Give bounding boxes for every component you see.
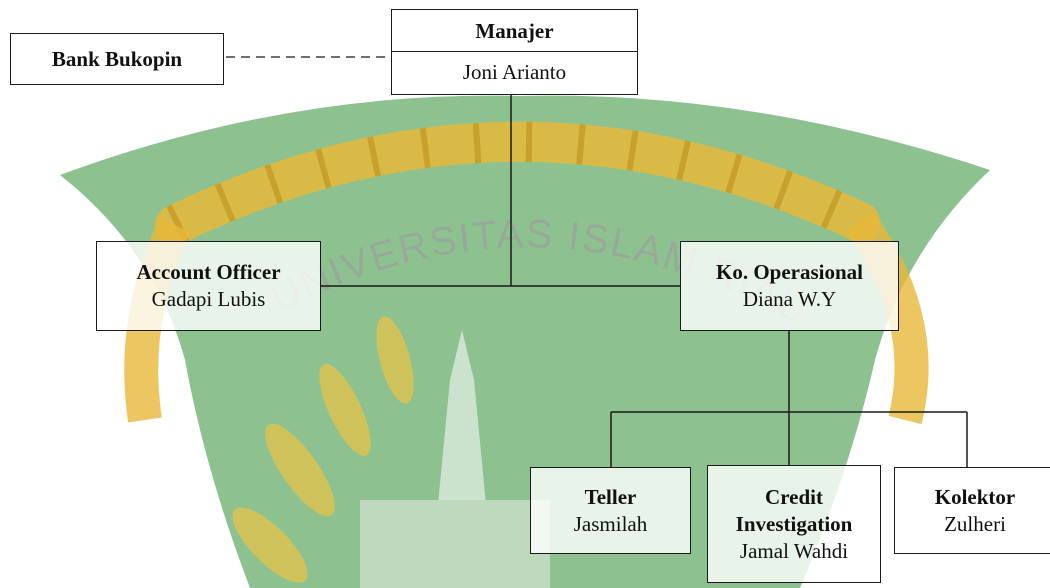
tower-ornament <box>360 330 550 588</box>
kolektor-title: Kolektor <box>934 484 1016 509</box>
bank-title: Bank Bukopin <box>51 46 183 71</box>
manajer-box: Manajer Joni Arianto <box>391 9 638 95</box>
leaf-ornaments <box>232 316 414 583</box>
account-officer-box: Account Officer Gadapi Lubis <box>96 241 321 331</box>
account-officer-title: Account Officer <box>136 260 281 284</box>
manajer-name: Joni Arianto <box>462 60 567 84</box>
ko-operasional-box: Ko. Operasional Diana W.Y <box>680 241 899 331</box>
credit-title-line1: Credit <box>765 484 823 509</box>
teller-box: Teller Jasmilah <box>530 467 691 554</box>
kolektor-box: Kolektor Zulheri <box>894 467 1050 554</box>
ko-operasional-title: Ko. Operasional <box>715 260 863 284</box>
bank-bukopin-box: Bank Bukopin <box>10 33 224 85</box>
credit-investigation-box: Credit Investigation Jamal Wahdi <box>707 465 881 583</box>
manajer-title: Manajer <box>392 10 637 52</box>
teller-name: Jasmilah <box>573 511 648 536</box>
account-officer-name: Gadapi Lubis <box>151 287 266 311</box>
credit-title-line2: Investigation <box>735 511 853 536</box>
credit-investigation-name: Jamal Wahdi <box>739 538 849 563</box>
kolektor-name: Zulheri <box>944 511 1006 536</box>
ko-operasional-name: Diana W.Y <box>742 287 837 311</box>
teller-title: Teller <box>584 484 637 509</box>
